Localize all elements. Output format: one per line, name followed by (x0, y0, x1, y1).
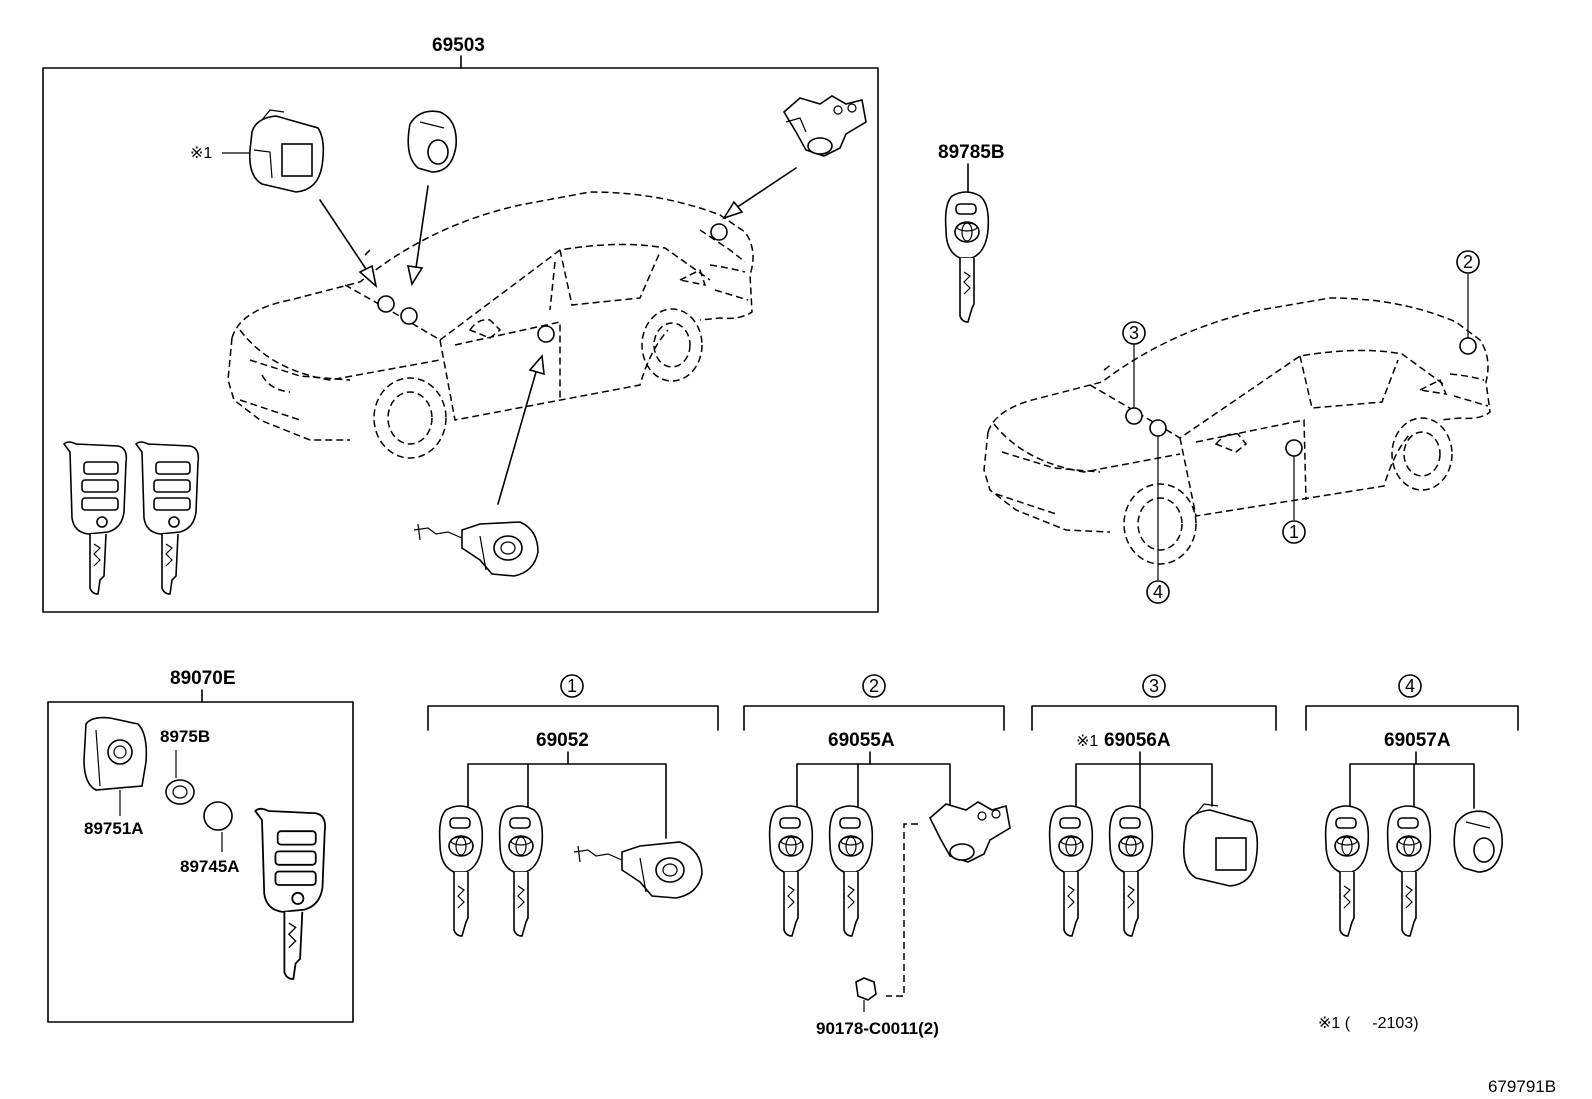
key-89785b-label: 89785B (938, 142, 1005, 163)
set-3-label: 69056A (1104, 730, 1171, 751)
car-illustration-right: 3 2 1 4 (983, 250, 1491, 604)
set-3-key-2 (1108, 805, 1154, 937)
set-2-key-2 (828, 805, 874, 937)
set-1-marker: 1 (560, 674, 584, 698)
marker-3-top: 3 (1122, 321, 1146, 345)
set-4-marker: 4 (1398, 674, 1422, 698)
key-89785b (944, 191, 990, 323)
case-89751a-label: 89751A (84, 819, 144, 838)
set-1-key-1 (438, 805, 484, 937)
set-2-group: 2 69055A 90178-C0011(2) (743, 674, 1011, 1038)
marker-4-top: 4 (1146, 580, 1170, 604)
set-2-label: 69055A (828, 730, 895, 751)
set-3-ignition-cylinder (1182, 803, 1259, 887)
svg-text:3: 3 (1149, 676, 1159, 696)
battery-89745a-label: 89745A (180, 857, 240, 876)
bolt-label: 90178-C0011(2) (816, 1019, 939, 1038)
svg-text:1: 1 (1289, 522, 1299, 542)
set-2-key-1 (768, 805, 814, 937)
door-lock-part (413, 521, 539, 577)
car-illustration-left (227, 191, 754, 459)
footnote-note: ※1 ( -2103) (1318, 1015, 1419, 1032)
marker-2-top: 2 (1456, 250, 1480, 274)
set-3-group: 3 ※1 69056A (1031, 674, 1277, 937)
ignition-cylinder-part: ※1 (190, 109, 325, 193)
set-2-marker: 2 (862, 674, 886, 698)
set-3-marker: 3 (1142, 674, 1166, 698)
set-1-door-lock (573, 841, 703, 899)
transmitter-flip-key (254, 807, 326, 980)
steering-lock-part (407, 110, 457, 173)
svg-text:4: 4 (1405, 676, 1415, 696)
set-1-label: 69052 (536, 730, 589, 751)
figure-id: 679791B (1488, 1077, 1556, 1096)
set-4-key-2 (1386, 805, 1432, 937)
svg-text:1: 1 (567, 676, 577, 696)
set-1-group: 1 69052 (427, 674, 719, 937)
set-4-group: 4 69057A (1305, 674, 1519, 937)
set-1-key-2 (498, 805, 544, 937)
arrow-group (319, 167, 797, 505)
transmitter-frame (47, 701, 354, 1023)
assembly-label: 69503 (432, 35, 485, 56)
marker-1-top: 1 (1282, 520, 1306, 544)
transmitter-group: 89070E 89751A 8975B 89745A (47, 668, 354, 1023)
svg-text:3: 3 (1129, 323, 1139, 343)
svg-text:2: 2 (1463, 252, 1473, 272)
key-89785b-group: 89785B (938, 142, 1005, 323)
set-4-key-1 (1324, 805, 1370, 937)
asterisk-note-mark: ※1 (190, 145, 212, 162)
svg-text:2: 2 (869, 676, 879, 696)
transmitter-label: 89070E (170, 668, 236, 689)
svg-text:4: 4 (1153, 582, 1163, 602)
flip-key-2 (135, 441, 200, 595)
set-4-steering-lock (1453, 810, 1503, 873)
assembly-group: 69503 (42, 35, 879, 613)
flip-key-1 (63, 441, 128, 595)
set-3-asterisk-mark: ※1 (1076, 733, 1098, 750)
assembly-frame (42, 67, 879, 613)
set-2-trunk-lock (929, 801, 1011, 863)
trunk-lock-part (782, 95, 867, 157)
case-8975b-label: 8975B (160, 727, 210, 746)
set-3-key-1 (1048, 805, 1094, 937)
set-4-label: 69057A (1384, 730, 1451, 751)
bolt-part (855, 977, 877, 1012)
